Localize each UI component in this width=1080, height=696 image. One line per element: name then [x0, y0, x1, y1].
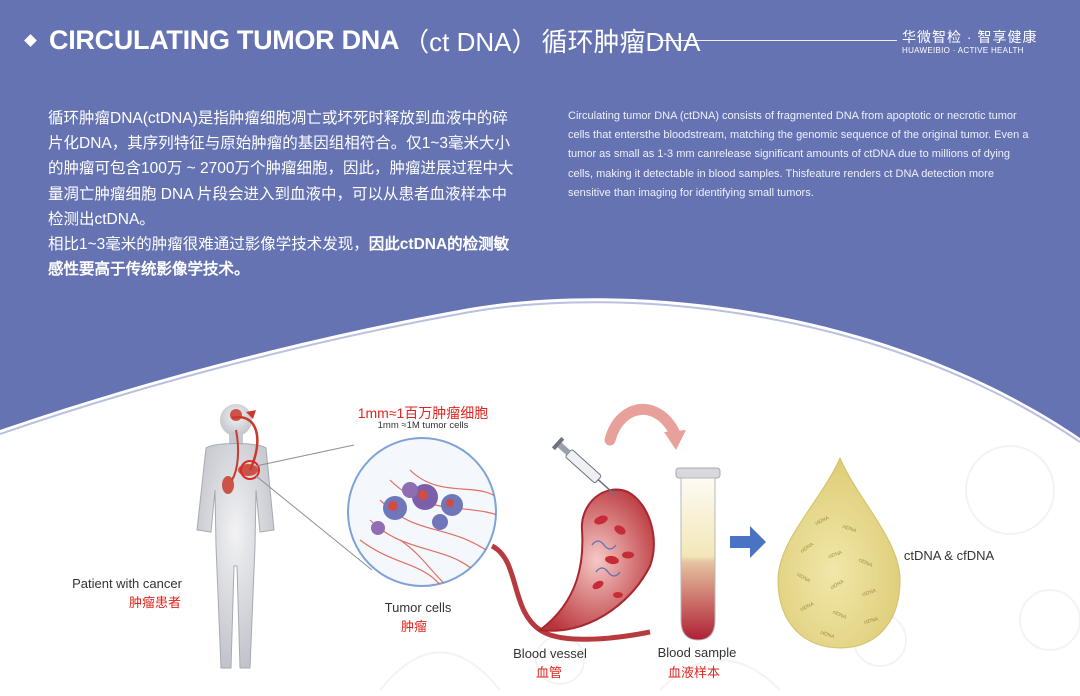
result-label: ctDNA & cfDNA [903, 548, 995, 563]
zoom-label-zh: 1mm≈1百万肿瘤细胞 [357, 405, 489, 421]
intro-zh-paragraph-2: 相比1~3毫米的肿瘤很难通过影像学技术发现，因此ctDNA的检测敏感性要高于传统… [48, 232, 518, 282]
droplet-tag: ctDNA [863, 616, 879, 626]
band-curve-accent [0, 301, 1080, 443]
sample-label-zh: 血液样本 [667, 665, 720, 680]
droplet-tag: ctDNA [814, 515, 831, 527]
blue-arrow [730, 526, 766, 558]
intro-zh-plain: 相比1~3毫米的肿瘤很难通过影像学技术发现， [48, 236, 369, 254]
tumor-label-zh: 肿瘤 [400, 619, 427, 634]
header-divider [657, 40, 897, 41]
zoom-label-en: 1mm ≈1M tumor cells [377, 420, 469, 431]
blood-vessel [537, 488, 655, 632]
zoom-line-top [255, 444, 355, 467]
header-band [0, 0, 1080, 438]
sample-label-en: Blood sample [657, 645, 737, 660]
patient-label-zh: 肿瘤患者 [128, 595, 181, 610]
patient-label-en: Patient with cancer [72, 576, 182, 591]
intro-zh-emphasis: 因此ctDNA的检测敏感性要高于传统影像学技术。 [48, 236, 510, 279]
page-title: CIRCULATING TUMOR DNA （ct DNA） 循环肿瘤DNA [24, 22, 701, 59]
syringe [551, 436, 617, 497]
curved-arrow [604, 403, 682, 446]
intro-zh-paragraph-1: 循环肿瘤DNA(ctDNA)是指肿瘤细胞凋亡或坏死时释放到血液中的碎片化DNA，… [48, 110, 514, 228]
droplet-tag: ctDNA [861, 587, 878, 599]
title-zh: 循环肿瘤DNA [541, 27, 701, 57]
ctdna-droplet [777, 456, 901, 649]
droplet-tag: ctDNA [831, 609, 848, 621]
droplet-tag: ctDNA [795, 571, 811, 585]
brand-slogan-zh: 华微智检 · 智享健康 [902, 29, 1038, 45]
vessel-label-zh: 血管 [535, 665, 562, 680]
tumor-zoom-circle [347, 437, 497, 587]
droplet-tag: ctDNA [841, 523, 858, 535]
vessel-label-en: Blood vessel [513, 646, 587, 661]
intro-en: Circulating tumor DNA (ctDNA) consists o… [568, 110, 1029, 199]
droplet-tag: ctDNA [827, 549, 844, 561]
title-en: CIRCULATING TUMOR DNA [49, 25, 400, 55]
intro-zh: 循环肿瘤DNA(ctDNA)是指肿瘤细胞凋亡或坏死时释放到血液中的碎片化DNA，… [48, 106, 518, 282]
droplet-tag: ctDNA [829, 578, 845, 592]
zoom-line-bottom [255, 475, 373, 571]
droplet-tag: ctDNA [819, 629, 836, 641]
test-tube [675, 467, 721, 641]
patient-figure [196, 404, 275, 669]
brand-slogan-en: HUAWEIBIO · ACTIVE HEALTH [902, 46, 1024, 55]
droplet-tag: ctDNA [799, 541, 815, 555]
title-paren: （ct DNA） [403, 27, 538, 57]
droplet-tag: ctDNA [857, 557, 874, 569]
tumor-label-en: Tumor cells [384, 600, 452, 615]
droplet-tag: ctDNA [799, 601, 816, 613]
